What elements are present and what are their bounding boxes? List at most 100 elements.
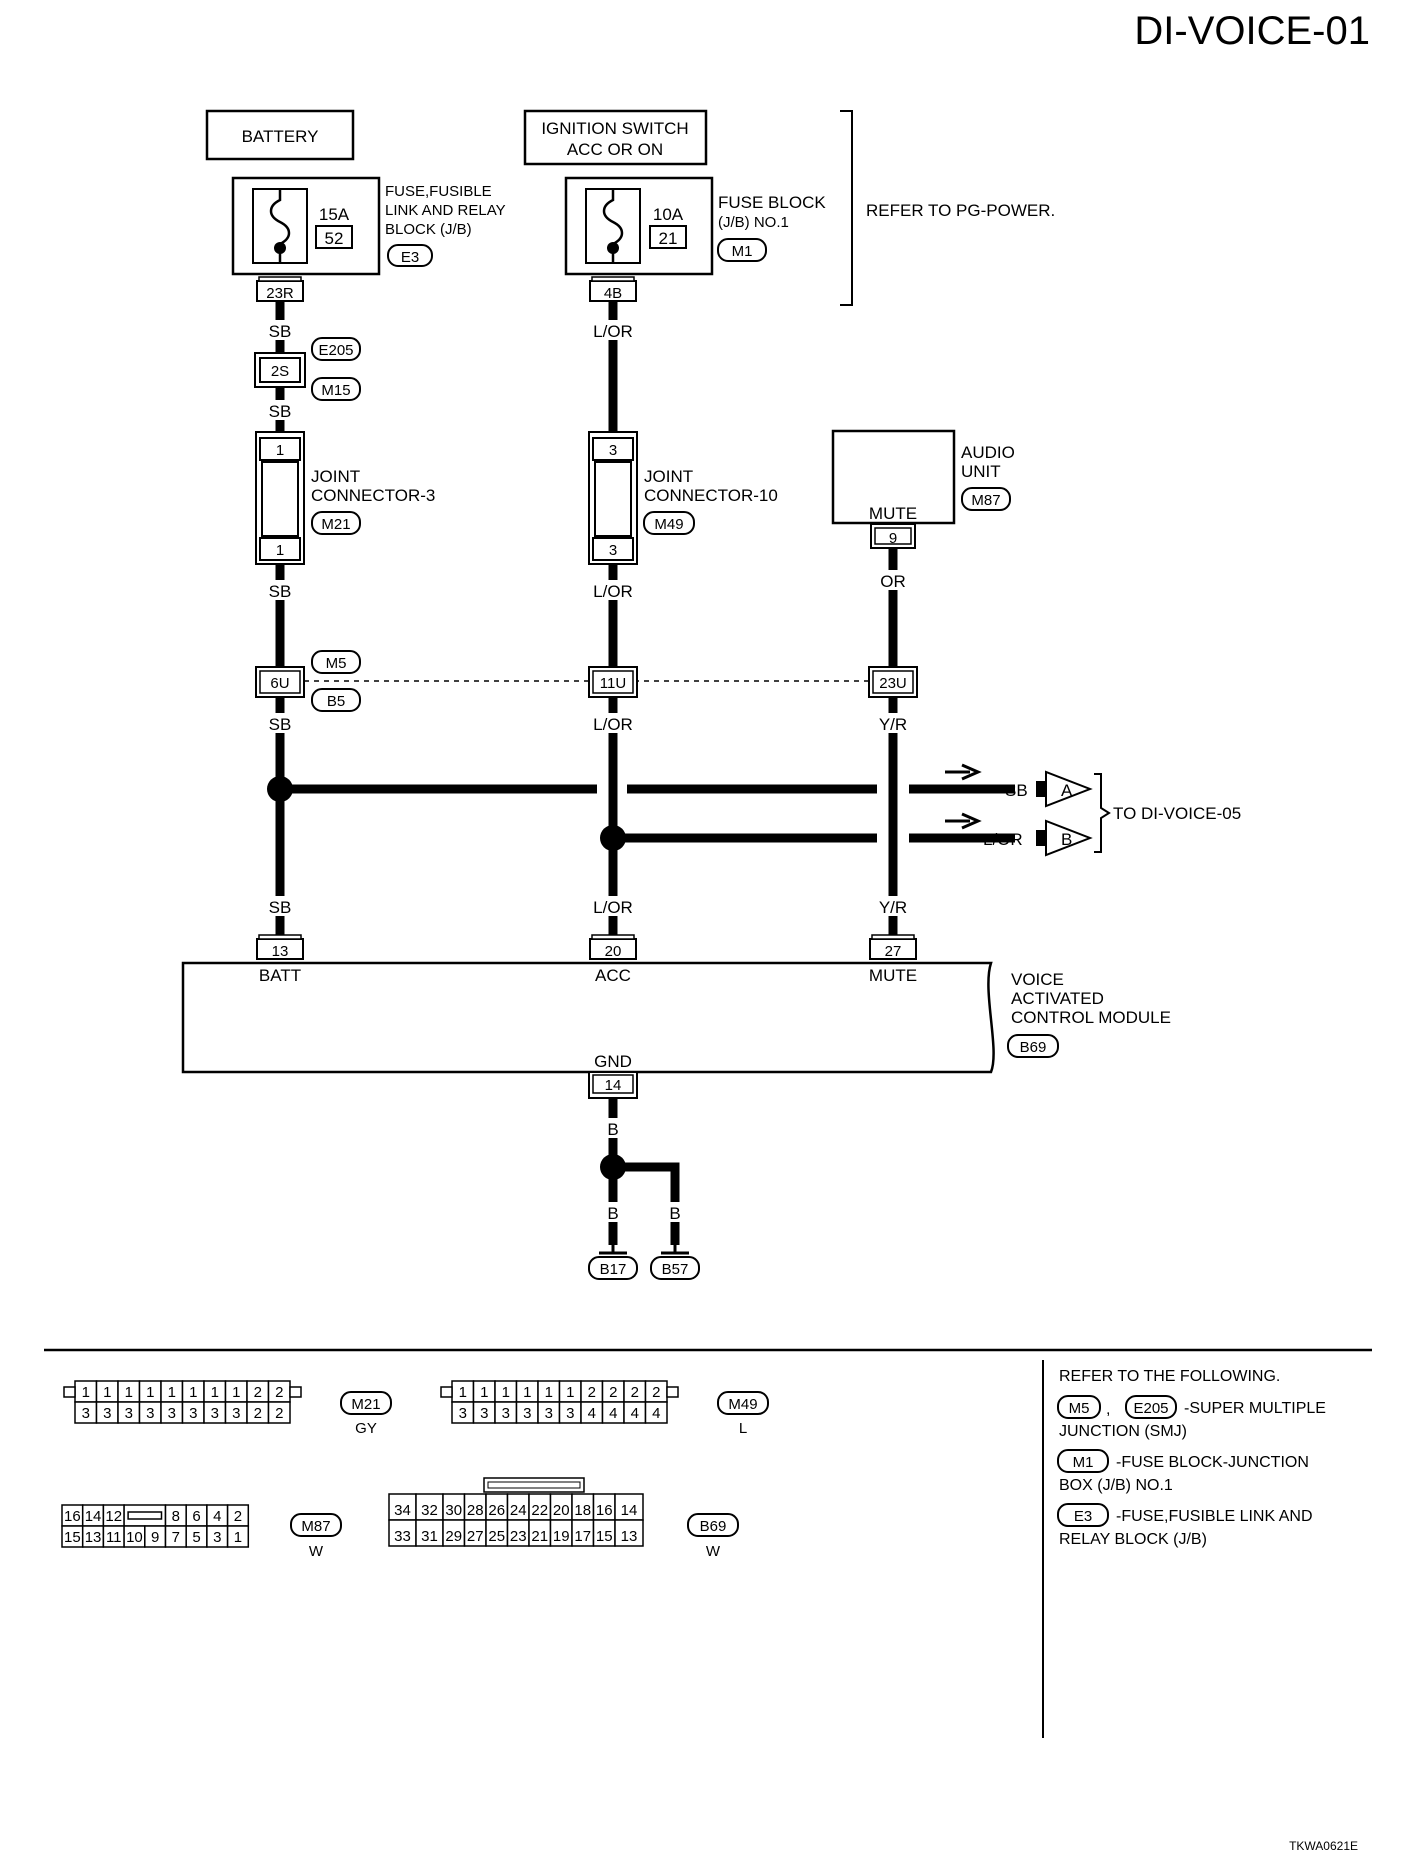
svg-text:B: B: [1061, 830, 1072, 849]
pin-cell: 8: [172, 1508, 180, 1525]
svg-text:M5: M5: [326, 655, 347, 672]
svg-text:M5: M5: [1069, 1400, 1090, 1417]
svg-text:E3: E3: [401, 249, 419, 266]
svg-text:W: W: [309, 1543, 324, 1560]
page-id: DI-VOICE-01: [1134, 9, 1370, 53]
wire-crossing-gaps: [597, 782, 909, 846]
svg-text:1: 1: [276, 542, 284, 559]
pin-cell: 3: [168, 1405, 176, 1422]
pin-cell: 13: [621, 1528, 638, 1545]
pin-cell: 3: [213, 1529, 221, 1546]
svg-text:L/OR: L/OR: [593, 898, 633, 917]
pin-cell: 16: [64, 1508, 81, 1525]
svg-text:M15: M15: [321, 382, 350, 399]
svg-text:B: B: [607, 1204, 618, 1223]
pin-cell: 26: [488, 1502, 505, 1519]
pin-cell: 2: [275, 1405, 283, 1422]
svg-text:E3: E3: [1074, 1508, 1092, 1525]
svg-text:2S: 2S: [271, 363, 289, 380]
pin-cell: 1: [232, 1384, 240, 1401]
pin-cell: 9: [151, 1529, 159, 1546]
pin-cell: 25: [488, 1528, 505, 1545]
battery-box: [205, 109, 355, 161]
pin-cell: 5: [192, 1529, 200, 1546]
splice-lor: [600, 825, 626, 851]
arrow-right-icon: [945, 812, 982, 830]
ignition-label-2: ACC OR ON: [567, 140, 663, 159]
svg-text:JOINT: JOINT: [644, 467, 693, 486]
svg-text:M1: M1: [732, 243, 753, 260]
pin-cell: 3: [459, 1405, 467, 1422]
splice-gnd: [600, 1154, 626, 1180]
svg-text:GND: GND: [594, 1052, 632, 1071]
pin-cell: 1: [168, 1384, 176, 1401]
pin-cell: 1: [125, 1384, 133, 1401]
pin-cell: 29: [445, 1528, 462, 1545]
grounds: B17 B57: [588, 1245, 700, 1280]
svg-text:ACTIVATED: ACTIVATED: [1011, 989, 1104, 1008]
voice-control-module: 13 BATT 20 ACC 27 MUTE GND 14 VOICE ACTI…: [181, 934, 1171, 1099]
refer-bracket: [840, 110, 853, 306]
wire-labels: SB L/OR SB SB L/OR OR SB L/OR Y/R SB L/O…: [262, 320, 910, 1223]
pin-cell: 1: [146, 1384, 154, 1401]
pin-cell: 3: [189, 1405, 197, 1422]
pin-cell: 1: [82, 1384, 90, 1401]
svg-text:-SUPER MULTIPLE: -SUPER MULTIPLE: [1184, 1400, 1326, 1417]
svg-text:20: 20: [605, 943, 622, 960]
svg-text:21: 21: [659, 229, 678, 248]
figure-code: TKWA0621E: [1289, 1839, 1358, 1853]
junction-m5-b5: 6U 11U 23U M5 B5: [255, 650, 918, 712]
svg-text:B: B: [669, 1204, 680, 1223]
svg-text:BLOCK (J/B): BLOCK (J/B): [385, 221, 472, 238]
pin-cell: 1: [566, 1384, 574, 1401]
pin-cell: 3: [146, 1405, 154, 1422]
pin-cell: 2: [609, 1384, 617, 1401]
svg-text:LINK AND RELAY: LINK AND RELAY: [385, 202, 506, 219]
pin-cell: 1: [480, 1384, 488, 1401]
svg-text:15A: 15A: [319, 205, 350, 224]
pin-cell: 33: [394, 1528, 411, 1545]
pin-cell: 15: [64, 1529, 81, 1546]
svg-text:BOX (J/B) NO.1: BOX (J/B) NO.1: [1059, 1477, 1173, 1494]
fuse-icon: [602, 189, 624, 263]
to-di-voice-05: SB L/OR A B TO DI-VOICE-05: [945, 763, 1241, 857]
svg-text:13: 13: [272, 943, 289, 960]
svg-text:1: 1: [276, 442, 284, 459]
fuse-block-mid: 10A 21 FUSE BLOCK (J/B) NO.1 M1 4B: [564, 176, 826, 302]
pin-cell: 4: [588, 1405, 596, 1422]
pin-cell: 20: [553, 1502, 570, 1519]
svg-text:M87: M87: [301, 1518, 330, 1535]
svg-text:SB: SB: [269, 322, 292, 341]
pin-cell: 19: [553, 1528, 570, 1545]
svg-text:L/OR: L/OR: [593, 715, 633, 734]
svg-text:UNIT: UNIT: [961, 462, 1001, 481]
svg-text:B: B: [607, 1120, 618, 1139]
pin-cell: 3: [523, 1405, 531, 1422]
refer-pg-power: REFER TO PG-POWER.: [866, 201, 1055, 220]
pin-cell: 1: [234, 1529, 242, 1546]
pin-cell: 23: [510, 1528, 527, 1545]
svg-text:L: L: [739, 1420, 747, 1437]
svg-text:JOINT: JOINT: [311, 467, 360, 486]
svg-text:REFER TO THE FOLLOWING.: REFER TO THE FOLLOWING.: [1059, 1368, 1280, 1385]
audio-unit: MUTE AUDIO UNIT M87 9: [831, 429, 1015, 549]
svg-text:L/OR: L/OR: [593, 322, 633, 341]
svg-text:AUDIO: AUDIO: [961, 443, 1015, 462]
pin-cell: 4: [213, 1508, 221, 1525]
pin-cell: 22: [531, 1502, 548, 1519]
pin-cell: 27: [467, 1528, 484, 1545]
pin-cell: 13: [85, 1529, 102, 1546]
pin-cell: 2: [254, 1405, 262, 1422]
pin-cell: 16: [596, 1502, 613, 1519]
pin-cell: 17: [574, 1528, 591, 1545]
svg-text:M21: M21: [321, 516, 350, 533]
conn-id-e3: [387, 244, 433, 267]
svg-text:CONTROL MODULE: CONTROL MODULE: [1011, 1008, 1171, 1027]
svg-text:SB: SB: [269, 715, 292, 734]
pin-cell: 3: [566, 1405, 574, 1422]
pin-cell: 14: [85, 1508, 102, 1525]
svg-text:SB: SB: [1005, 781, 1028, 800]
legend: REFER TO THE FOLLOWING. M5 , E205 -SUPER…: [1057, 1368, 1326, 1548]
